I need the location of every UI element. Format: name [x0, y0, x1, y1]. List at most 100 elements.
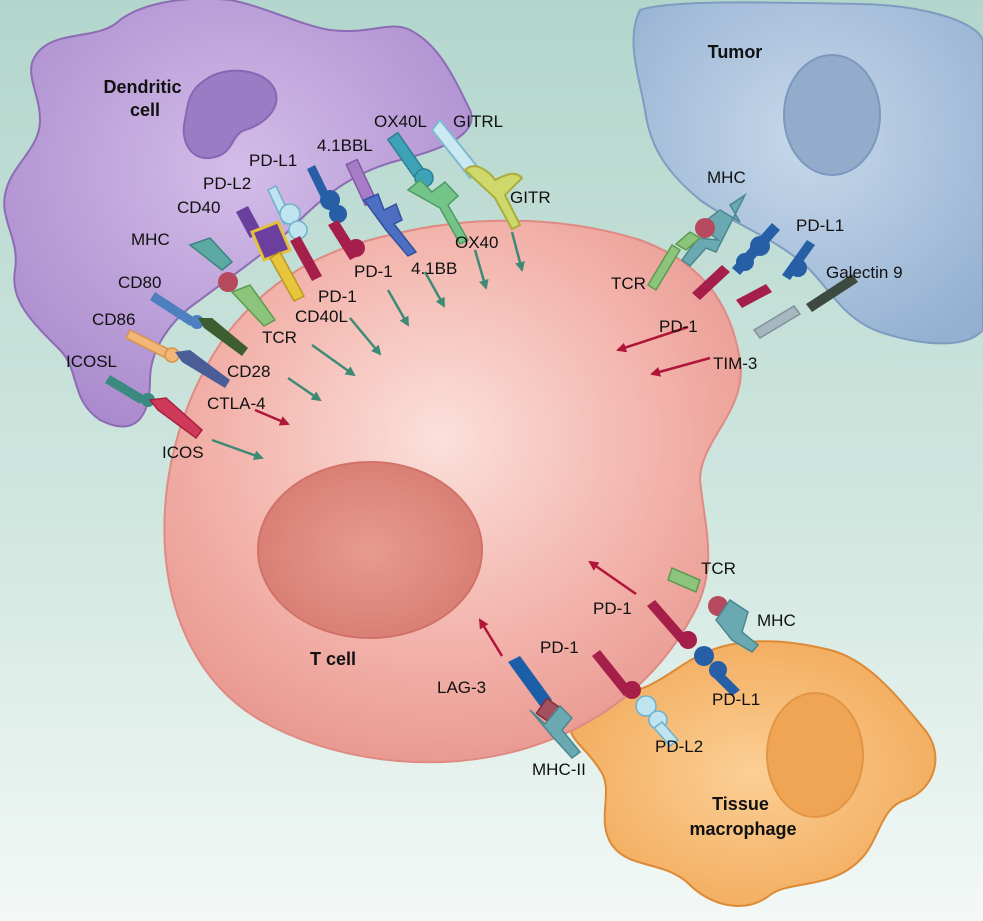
tumor-tcr-head — [674, 231, 702, 251]
lag3-arrow — [478, 618, 504, 657]
pd-l1-mac-label: PD-L1 — [712, 690, 760, 709]
ox40-receptor — [406, 178, 470, 245]
galectin9-ligand — [806, 274, 858, 312]
mac-tcr-mhc-pair — [667, 566, 760, 653]
tumor-tcr-stalk — [646, 243, 682, 292]
t-cell-label: T cell — [310, 649, 356, 669]
mac-pd-l2-stalk — [652, 720, 680, 748]
ox40-arrow — [473, 249, 489, 290]
tcr-dc-label: TCR — [262, 328, 297, 347]
pd-l1-dc-label: PD-L1 — [249, 151, 297, 170]
pd-1-b-label: PD-1 — [318, 287, 357, 306]
4-1bb-arrow — [423, 271, 446, 308]
ctla4-arrow — [254, 408, 290, 426]
tumor-pd-l1-pd-1-pair — [692, 223, 780, 300]
mhcii-label: MHC-II — [532, 760, 586, 779]
galectin9-label: Galectin 9 — [826, 263, 903, 282]
dc-pd-l1-head-a — [320, 190, 340, 210]
signal-arrows — [211, 231, 711, 657]
dc-pd-l1-head-b — [329, 205, 347, 223]
gitr-receptor — [463, 165, 524, 231]
tcr-mac-label: TCR — [701, 559, 736, 578]
icosl-icos-pair — [105, 375, 204, 440]
icos-label: ICOS — [162, 443, 204, 462]
dc-mhc — [188, 237, 234, 271]
cd40l-label: CD40L — [295, 307, 348, 326]
cd40-head — [250, 220, 292, 262]
pd-l1-tumor-label: PD-L1 — [796, 216, 844, 235]
4-1bbl-label: 4.1BBL — [317, 136, 373, 155]
pd-1-a-label: PD-1 — [354, 262, 393, 281]
lag3-receptor — [508, 656, 552, 706]
mac-pd-1-arrow — [588, 560, 637, 596]
gitr-arrow — [510, 231, 525, 272]
pd-l2-dc-label: PD-L2 — [203, 174, 251, 193]
mhc-tumor-label: MHC — [707, 168, 746, 187]
mac-pd-l2-head-a — [635, 695, 657, 717]
ox40l-ox40-pair — [386, 131, 470, 245]
gitrl-ligand — [430, 118, 482, 180]
cd86-ctla4-pair — [124, 328, 230, 388]
tumor-mhc-tcr-pair — [646, 192, 747, 292]
dc-pd-1-a-head — [347, 239, 365, 257]
mac-pd-1-a — [647, 600, 690, 646]
dc-pd-1-b — [290, 236, 322, 281]
lag3-label: LAG-3 — [437, 678, 486, 697]
mac-pd-l1-head-a — [694, 646, 714, 666]
tumor-pd-1 — [692, 265, 730, 300]
tumor-nucleus — [783, 54, 881, 176]
4-1bb-label: 4.1BB — [411, 259, 457, 278]
tcr-dc-arrow — [311, 343, 356, 377]
mac-pd-1-pd-l1-pair — [647, 600, 740, 696]
gitrl-label: GITRL — [453, 112, 503, 131]
tim3-arrow — [650, 356, 711, 377]
tumor-antigen — [695, 218, 715, 238]
tumor-pd-1-arrow — [616, 325, 689, 353]
cd80-ligand — [150, 292, 195, 326]
dc-pd-l2-pd-1-pair — [267, 184, 322, 281]
pd-1-dc-arrow — [386, 289, 410, 327]
4-1bbl-4-1bb-pair — [345, 158, 418, 257]
dc-pd-l1-pd-1-pair — [307, 165, 365, 260]
pd-l2-mac-label: PD-L2 — [655, 737, 703, 756]
icosl-label: ICOSL — [66, 352, 117, 371]
tumor-pd-1-b — [736, 284, 772, 308]
pd-1-tumor-label: PD-1 — [659, 317, 698, 336]
tumor-cell — [632, 1, 983, 345]
cd28-label: CD28 — [227, 362, 270, 381]
cd86-head — [164, 347, 180, 363]
cd80-cd28-pair — [150, 292, 248, 356]
mac-pd-1-b — [592, 650, 632, 696]
ox40-label: OX40 — [455, 233, 498, 252]
icos-receptor — [148, 397, 204, 440]
tumor-membrane — [632, 1, 983, 345]
cd86-label: CD86 — [92, 310, 135, 329]
dendritic-label: Dendritic cell — [103, 77, 186, 120]
dc-pd-l2-head-a — [279, 203, 301, 225]
dendritic-nucleus — [182, 69, 278, 160]
mac-tcr — [667, 566, 701, 594]
icos-arrow — [211, 438, 264, 460]
mhcii — [529, 704, 582, 760]
mac-mhc — [715, 598, 760, 653]
cd40-cd40l-pair — [236, 206, 306, 302]
dc-pd-l2-head-b — [288, 220, 308, 240]
gitr-label: GITR — [510, 188, 551, 207]
cd28-receptor — [198, 318, 248, 356]
macrophage-nucleus — [766, 692, 864, 818]
mhc-mac-label: MHC — [757, 611, 796, 630]
dc-tcr — [230, 284, 277, 327]
cd80-label: CD80 — [118, 273, 161, 292]
mhc-dc-label: MHC — [131, 230, 170, 249]
mac-pd-l1-stalk — [714, 672, 740, 696]
tumor-pd-l1-head-b — [736, 253, 754, 271]
cd28-arrow — [287, 376, 322, 402]
pd-1-mac-b-label: PD-1 — [540, 638, 579, 657]
tumor-label: Tumor — [708, 42, 763, 62]
macrophage-cell — [568, 640, 937, 907]
t-cell — [163, 219, 742, 764]
tumor-pd-l1-head-a — [750, 236, 770, 256]
ctla4-receptor — [175, 350, 230, 388]
